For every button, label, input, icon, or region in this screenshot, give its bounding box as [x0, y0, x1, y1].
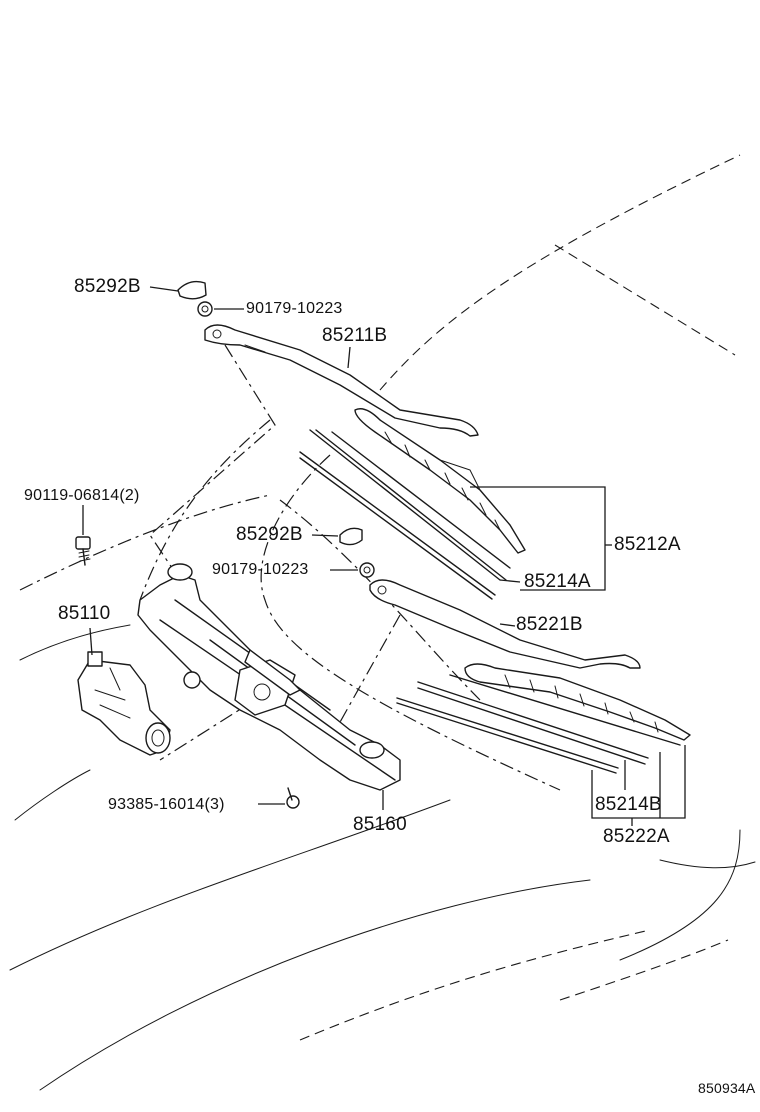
- label-rubber-rear: 85214B: [595, 794, 662, 815]
- label-cap-upper: 85292B: [74, 276, 141, 297]
- label-figure-code: 850934A: [698, 1080, 756, 1096]
- label-arm-front: 85211B: [322, 325, 388, 346]
- rear-arm-shape: [369, 579, 641, 669]
- link-shape: [137, 563, 401, 791]
- label-nut-upper: 90179-10223: [246, 300, 343, 317]
- bolt-link-shape: [286, 787, 300, 809]
- rear-blade-shape: [464, 663, 691, 741]
- rear-rubber-shape: [396, 674, 681, 774]
- nut-upper-shape: [197, 301, 213, 317]
- label-rubber-front: 85214A: [524, 571, 591, 592]
- label-bolt-link: 93385-16014(3): [108, 796, 225, 813]
- cap-lower-shape: [339, 527, 363, 546]
- front-blade-shape: [354, 408, 526, 554]
- motor-shape: [77, 651, 171, 756]
- label-nut-lower: 90179-10223: [212, 561, 309, 578]
- label-arm-rear: 85221B: [516, 614, 583, 635]
- cap-upper-shape: [177, 280, 207, 300]
- label-motor: 85110: [58, 603, 111, 624]
- bolt-motor-shape: [75, 536, 91, 566]
- nut-lower-shape: [359, 562, 375, 578]
- label-cap-lower: 85292B: [236, 524, 303, 545]
- leader-lines: [82, 286, 686, 826]
- body-outline: [9, 154, 756, 1091]
- front-arm-shape: [204, 324, 479, 437]
- label-blade-rear: 85222A: [603, 826, 670, 847]
- front-rubber-shape: [299, 429, 511, 600]
- label-link: 85160: [353, 814, 407, 835]
- label-blade-front: 85212A: [614, 534, 681, 555]
- label-bolt-motor: 90119-06814(2): [24, 487, 140, 504]
